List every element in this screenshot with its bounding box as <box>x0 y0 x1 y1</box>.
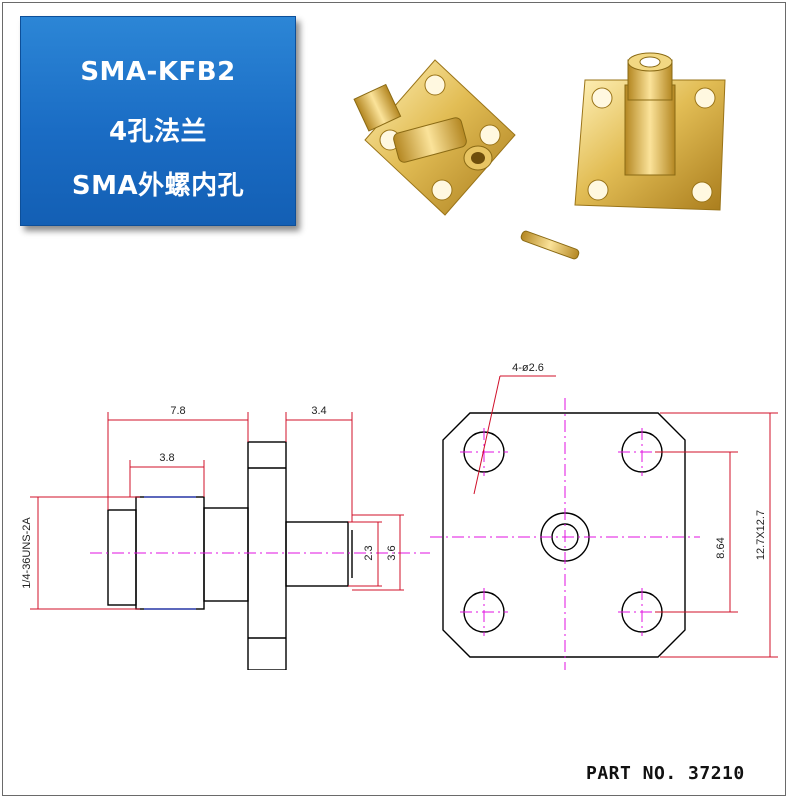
connector-right <box>574 52 726 211</box>
dim-outer-dia: 3.6 <box>386 545 398 560</box>
side-dimensions <box>30 412 404 610</box>
dim-thread: 1/4-36UNS-2A <box>21 517 33 589</box>
title-badge: SMA-KFB2 4孔法兰 SMA外螺内孔 <box>20 16 296 226</box>
front-centerlines <box>430 398 700 670</box>
dim-thread-length: 3.8 <box>159 452 174 464</box>
front-view <box>442 412 686 658</box>
dim-holes: 4-ø2.6 <box>512 362 544 374</box>
badge-model: SMA-KFB2 <box>80 57 236 87</box>
connector-left <box>353 59 516 216</box>
product-photo <box>353 52 726 260</box>
front-dimensions <box>473 375 778 658</box>
contact-pin <box>520 230 580 260</box>
front-dimension-labels: 4-ø2.6 8.64 12.7X12.7 <box>512 362 767 560</box>
badge-type: SMA外螺内孔 <box>71 171 245 201</box>
thread-hatch <box>144 496 196 610</box>
dim-length: 7.8 <box>170 405 185 417</box>
badge-flange: 4孔法兰 <box>108 117 208 147</box>
dim-hole-spacing: 8.64 <box>715 537 727 558</box>
dim-pin-length: 3.4 <box>311 405 326 417</box>
side-view <box>107 441 353 670</box>
dim-flange-size: 12.7X12.7 <box>755 510 767 560</box>
part-number: PART NO. 37210 <box>586 763 745 784</box>
side-dimension-labels: 7.8 3.8 3.4 1/4-36UNS-2A 2.3 3.6 <box>21 405 398 589</box>
dim-inner-dia: 2.3 <box>363 545 375 560</box>
technical-drawing: 7.8 3.8 3.4 1/4-36UNS-2A 2.3 3.6 <box>21 362 778 670</box>
